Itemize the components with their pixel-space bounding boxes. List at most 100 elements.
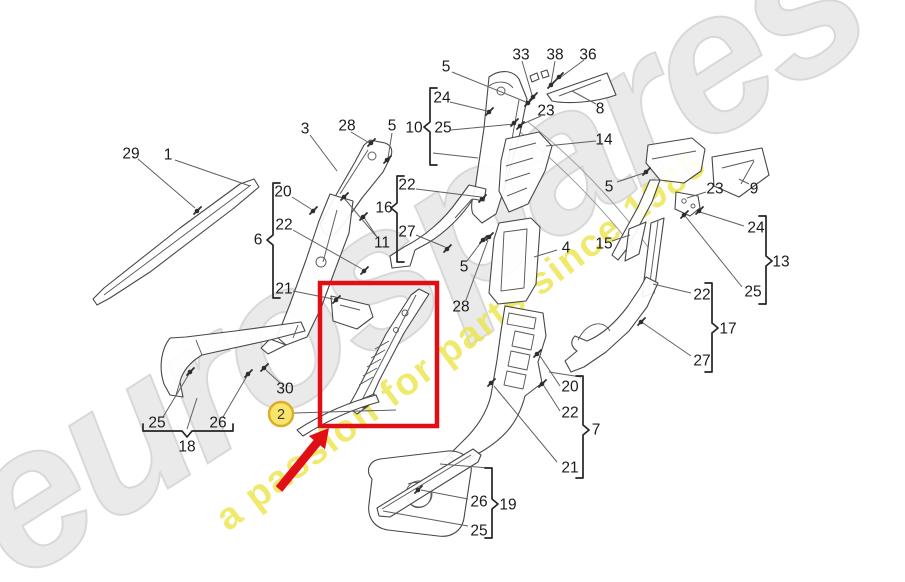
part-b-pillar-lower-right-slots	[503, 312, 537, 390]
group-bracket	[484, 467, 499, 539]
leader-line	[343, 197, 377, 237]
part-sail-panel-8-edge	[558, 79, 602, 97]
callout-25: 25	[744, 284, 761, 301]
leader-line	[415, 234, 446, 248]
fastener-icon	[695, 206, 704, 215]
part-pillar-blade-2-edge	[360, 294, 417, 403]
callout-36: 36	[579, 47, 596, 64]
highlight-box	[317, 280, 440, 429]
group-brackets	[142, 87, 773, 539]
fastener-icon	[193, 206, 202, 215]
leader-line	[415, 188, 482, 198]
fastener-icon	[367, 138, 376, 147]
callout-38: 38	[546, 47, 563, 64]
fastener-icon	[443, 244, 452, 253]
callout-27: 27	[693, 353, 710, 370]
fastener-icon	[478, 194, 487, 203]
group-bracket	[758, 215, 773, 305]
leader-line	[543, 385, 561, 412]
part-foot	[260, 338, 287, 355]
callout-21: 21	[561, 460, 578, 477]
leader-line	[699, 211, 745, 227]
callout-33: 33	[512, 47, 529, 64]
group-bracket	[142, 423, 234, 438]
leader-line	[616, 172, 645, 183]
highlight-arrow-icon	[275, 428, 329, 492]
callout-6: 6	[254, 232, 263, 249]
leader-line	[686, 191, 707, 199]
part-inner-sill-16	[389, 184, 487, 269]
part-pillar-blade-2-ribs	[358, 340, 390, 386]
fastener-icon	[533, 349, 542, 358]
leader-line	[550, 60, 556, 85]
fastener-icon	[485, 107, 494, 116]
part-b-pillar-upper-left-edge	[339, 149, 369, 195]
fastener-icon	[485, 232, 494, 241]
fastener-icon	[359, 212, 368, 221]
part-quarter-inner-14	[498, 131, 553, 213]
callout-20: 20	[274, 184, 292, 201]
callout-22: 22	[275, 217, 292, 234]
badge-circle	[267, 400, 295, 428]
leader-line	[439, 463, 490, 469]
part-rear-sill-17-bulge	[577, 323, 611, 341]
leader-line	[451, 71, 527, 103]
callout-17: 17	[719, 321, 736, 338]
callout-30: 30	[276, 381, 294, 398]
leader-line	[539, 355, 561, 387]
part-sill-strip-19	[376, 448, 482, 518]
part-rear-sill-17	[564, 276, 659, 373]
part-quarter-tail	[611, 179, 661, 261]
leader-line	[685, 216, 743, 288]
callout-25: 25	[434, 120, 451, 137]
leader-line	[738, 178, 750, 185]
leader-line	[545, 140, 597, 147]
callout-5: 5	[460, 259, 469, 276]
leader-line	[186, 397, 198, 430]
fastener-icon	[547, 80, 556, 89]
callout-23: 23	[706, 181, 723, 198]
leader-lines	[137, 59, 750, 527]
part-hole	[496, 86, 506, 96]
callout-7: 7	[592, 422, 601, 439]
callout-27: 27	[398, 224, 415, 241]
group-bracket	[423, 87, 438, 166]
leader-line	[571, 90, 597, 105]
leader-line	[292, 290, 334, 300]
callout-25: 25	[470, 523, 487, 540]
callout-5: 5	[442, 59, 451, 76]
leader-line	[611, 234, 631, 242]
callout-10: 10	[405, 120, 423, 137]
part-b-pillar-lower-left-edge	[322, 209, 338, 263]
badge-number: 2	[277, 407, 285, 423]
callout-28: 28	[338, 118, 355, 135]
fastener-icons	[186, 72, 704, 494]
group-bracket	[704, 282, 719, 373]
callout-22: 22	[398, 177, 415, 194]
callout-24: 24	[433, 90, 451, 107]
callout-5: 5	[388, 118, 397, 135]
fastener-icon	[510, 118, 519, 127]
callout-22: 22	[561, 405, 578, 422]
fastener-icon	[529, 92, 538, 101]
part-quarter-upper-right-edge	[651, 150, 697, 160]
group-bracket	[266, 182, 281, 299]
fastener-icon	[332, 295, 341, 304]
callout-19: 19	[499, 497, 516, 514]
callout-22: 22	[693, 287, 710, 304]
fastener-icon	[479, 235, 488, 244]
leader-line	[350, 131, 372, 145]
callout-20: 20	[561, 379, 579, 396]
leader-line	[293, 409, 397, 414]
callout-9: 9	[750, 181, 759, 198]
fastener-icon	[340, 192, 349, 201]
leader-line	[137, 158, 196, 209]
parts-line-art	[92, 69, 770, 537]
group-bracket	[390, 175, 405, 263]
leader-line	[309, 134, 338, 172]
callout-24: 24	[747, 220, 765, 237]
callout-3: 3	[301, 121, 310, 138]
callout-4: 4	[562, 240, 571, 257]
part-hole	[690, 203, 696, 209]
